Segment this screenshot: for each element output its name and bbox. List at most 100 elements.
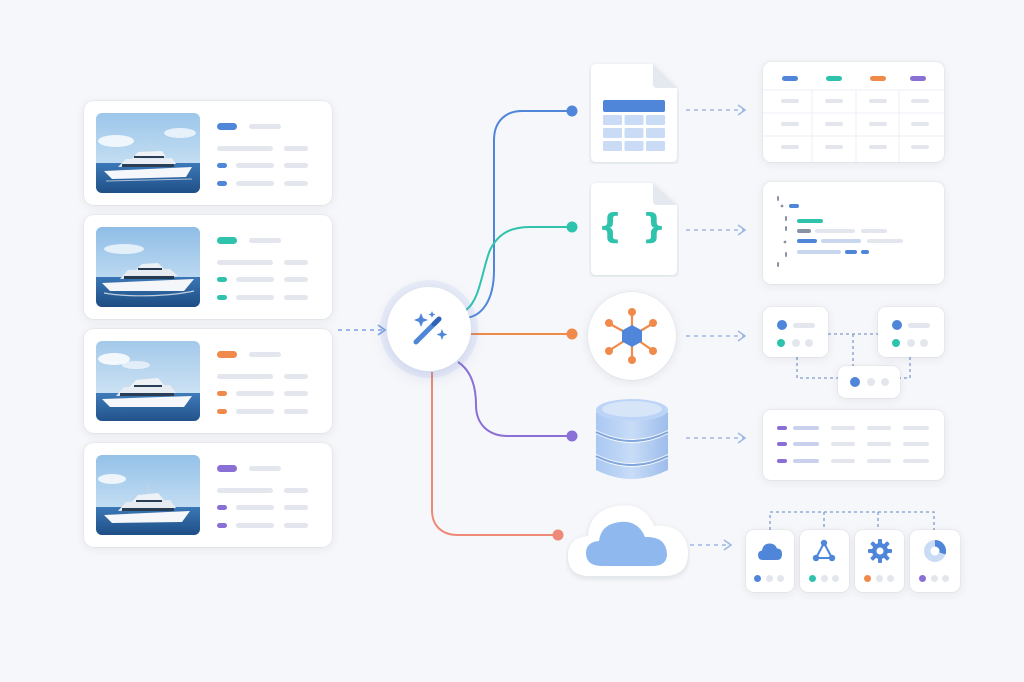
ai-transform-hub[interactable] (387, 287, 471, 371)
listing-card-4[interactable] (84, 443, 332, 547)
listing-card-2[interactable] (84, 215, 332, 319)
service-card-chart[interactable] (910, 530, 960, 592)
status-dot (809, 575, 816, 582)
linked-card-right[interactable] (878, 307, 944, 357)
node-dot (805, 339, 813, 347)
accent-bullet (217, 505, 227, 510)
network-icon (812, 539, 836, 562)
accent-bullet (217, 277, 227, 282)
text-line (284, 181, 308, 186)
status-dot (876, 575, 883, 582)
status-dot (832, 575, 839, 582)
node-dot (850, 377, 860, 387)
text-line (284, 260, 308, 265)
text-line (284, 409, 308, 414)
gear-icon (868, 539, 892, 563)
node-dot (867, 378, 875, 386)
branch-dot (566, 105, 578, 117)
branch-dot (566, 430, 578, 442)
services-connectors (769, 511, 935, 530)
text-line (236, 391, 274, 396)
text-line (236, 181, 274, 186)
table-preview[interactable] (763, 62, 944, 162)
yacht-photo (96, 341, 200, 421)
linked-card-left[interactable] (763, 307, 828, 357)
cloud-icon (758, 543, 782, 560)
list-preview[interactable] (763, 410, 944, 480)
title-line (249, 238, 281, 243)
branch-database (457, 361, 572, 437)
title-line (249, 352, 281, 357)
cloud-icon[interactable] (566, 496, 690, 582)
spreadsheet-file-icon[interactable] (589, 62, 679, 164)
node-dot (777, 320, 787, 330)
text-line (793, 323, 815, 328)
node-dot (892, 339, 900, 347)
column-header (782, 76, 798, 81)
database-icon[interactable] (592, 396, 672, 486)
text-line (217, 146, 273, 151)
json-braces-glyph: { } (597, 207, 671, 247)
accent-bullet (217, 409, 227, 414)
column-header (870, 76, 886, 81)
yacht-photo (96, 455, 200, 535)
accent-tag (217, 123, 237, 130)
output-arrows (686, 104, 747, 551)
branch-json (465, 226, 572, 311)
list-rows (777, 426, 929, 463)
graph-network-icon[interactable] (588, 292, 676, 380)
text-line (284, 391, 308, 396)
status-dot (931, 575, 938, 582)
linked-card-center[interactable] (838, 366, 900, 398)
accent-tag (217, 465, 237, 472)
listing-card-3[interactable] (84, 329, 332, 433)
input-arrow-head (377, 324, 387, 336)
column-header (826, 76, 842, 81)
listing-card-1[interactable] (84, 101, 332, 205)
branch-dot (566, 328, 578, 340)
column-header (910, 76, 926, 81)
node-dot (777, 339, 785, 347)
yacht-photo (96, 227, 200, 307)
accent-bullet (217, 523, 227, 528)
accent-bullet (217, 391, 227, 396)
text-line (284, 146, 308, 151)
pie-chart-icon (924, 539, 947, 562)
text-line (217, 260, 273, 265)
code-preview[interactable] (763, 182, 944, 284)
text-line (284, 295, 308, 300)
node-dot (892, 320, 902, 330)
status-dot (887, 575, 894, 582)
text-line (284, 505, 308, 510)
text-line (236, 409, 274, 414)
text-line (284, 488, 308, 493)
text-line (217, 374, 273, 379)
branch-spreadsheet (462, 110, 572, 319)
branch-cloud (431, 372, 558, 536)
accent-bullet (217, 181, 227, 186)
text-line (284, 277, 308, 282)
accent-tag (217, 351, 237, 358)
accent-bullet (217, 295, 227, 300)
node-dot (920, 339, 928, 347)
text-line (908, 323, 930, 328)
text-line (236, 505, 274, 510)
service-card-gear[interactable] (855, 530, 904, 592)
title-line (249, 124, 281, 129)
status-dot (777, 575, 784, 582)
service-card-network[interactable] (800, 530, 849, 592)
service-card-cloud[interactable] (746, 530, 794, 592)
magic-wand-sparkle-icon (413, 311, 448, 345)
branch-dot (566, 221, 578, 233)
text-line (236, 523, 274, 528)
table-grid (763, 89, 944, 162)
code-lines (777, 196, 903, 267)
node-dot (881, 378, 889, 386)
status-dot (821, 575, 828, 582)
text-line (284, 523, 308, 528)
status-dot (942, 575, 949, 582)
text-line (236, 163, 274, 168)
json-file-icon[interactable]: { } (589, 181, 679, 277)
status-dot (766, 575, 773, 582)
accent-bullet (217, 163, 227, 168)
